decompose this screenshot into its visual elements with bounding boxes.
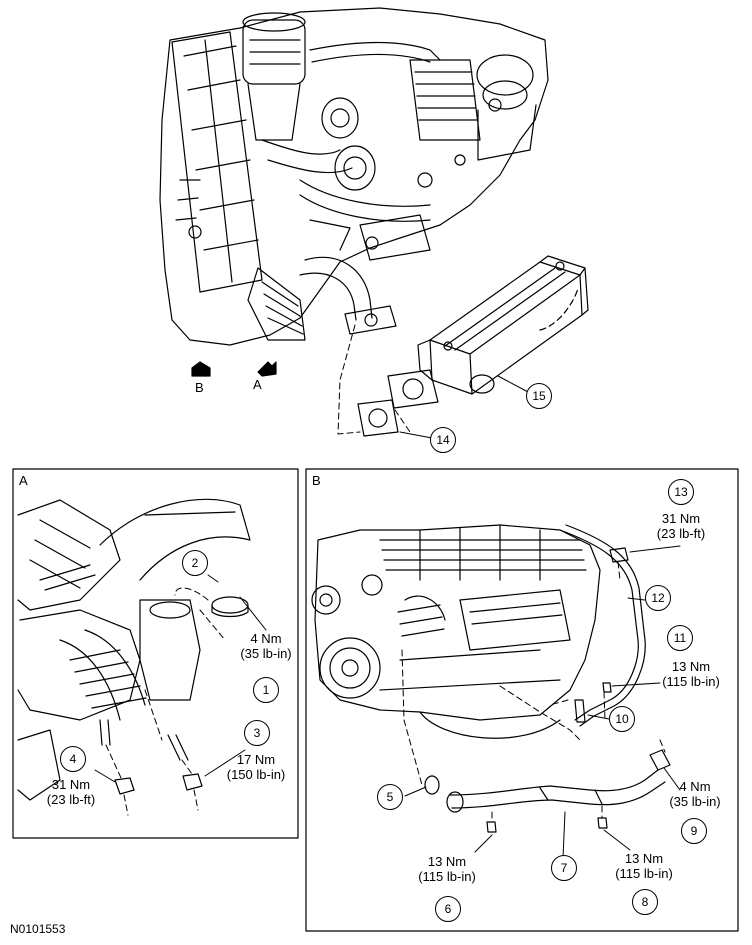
torque-6-imperial: (115 lb-in)	[418, 869, 476, 884]
callout-6: 6	[435, 896, 461, 922]
gasket-set	[357, 369, 439, 437]
torque-3-nm: 17 Nm	[236, 752, 276, 767]
egr-cooler	[417, 255, 589, 395]
torque-11-nm: 13 Nm	[671, 659, 711, 674]
panel-b-letter: B	[312, 473, 321, 488]
figure-id: N0101553	[10, 922, 66, 936]
callout-4: 4	[60, 746, 86, 772]
alignment-lines-b	[401, 561, 666, 823]
detail-panel-a-drawing	[17, 498, 251, 801]
panel-a-letter: A	[19, 473, 28, 488]
callout-2: 2	[182, 550, 208, 576]
detail-panel-b-engine	[311, 524, 601, 739]
torque-1-imperial: (35 lb-in)	[240, 646, 292, 661]
coolant-tube-lower	[446, 749, 671, 813]
alignment-lines-a	[105, 587, 226, 816]
top-engine-assembly	[159, 7, 549, 346]
callout-1: 1	[253, 677, 279, 703]
callout-13: 13	[668, 479, 694, 505]
egr-tube-upper	[559, 529, 639, 721]
callout-7: 7	[551, 855, 577, 881]
callout-5: 5	[377, 784, 403, 810]
torque-8-nm: 13 Nm	[624, 851, 664, 866]
torque-4-nm: 31 Nm	[51, 777, 91, 792]
callout-9: 9	[681, 818, 707, 844]
view-arrow-a-label: A	[253, 377, 262, 392]
torque-3-imperial: (150 lb-in)	[226, 767, 286, 782]
callout-14: 14	[430, 427, 456, 453]
torque-13-nm: 31 Nm	[661, 511, 701, 526]
torque-4-imperial: (23 lb-ft)	[46, 792, 96, 807]
torque-8-imperial: (115 lb-in)	[615, 866, 673, 881]
torque-6-nm: 13 Nm	[427, 854, 467, 869]
callout-12: 12	[645, 585, 671, 611]
torque-9-imperial: (35 lb-in)	[669, 794, 721, 809]
view-arrow-b-label: B	[195, 380, 204, 395]
detail-panel-b-border	[305, 468, 739, 932]
view-arrows	[191, 361, 277, 377]
torque-9-nm: 4 Nm	[679, 779, 711, 794]
callout-3: 3	[244, 720, 270, 746]
torque-1-nm: 4 Nm	[250, 631, 282, 646]
alignment-lines-top	[337, 324, 411, 435]
callout-15: 15	[526, 383, 552, 409]
callout-11: 11	[667, 625, 693, 651]
torque-13-imperial: (23 lb-ft)	[656, 526, 706, 541]
callout-10: 10	[609, 706, 635, 732]
torque-11-imperial: (115 lb-in)	[662, 674, 720, 689]
detail-panel-a-border	[12, 468, 299, 839]
callout-8: 8	[632, 889, 658, 915]
